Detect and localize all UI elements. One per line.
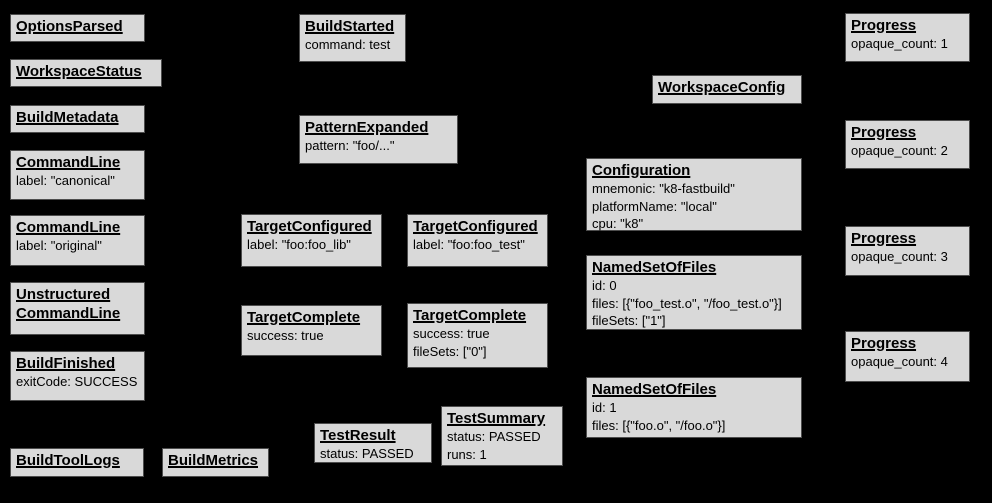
node-title: TargetComplete: [413, 307, 527, 324]
node-field: label: "foo:foo_test": [413, 237, 525, 252]
node-field: status: PASSED: [447, 429, 541, 444]
node-field: label: "foo:foo_lib": [247, 237, 351, 252]
node-build-finished: BuildFinished exitCode: SUCCESS: [10, 351, 145, 401]
node-workspace-config: WorkspaceConfig: [652, 75, 802, 104]
node-title: PatternExpanded: [305, 119, 429, 136]
node-unstructured-command-line: Unstructured CommandLine: [10, 282, 145, 335]
node-title: Progress: [851, 335, 917, 352]
node-target-complete-foo-test: TargetComplete success: true fileSets: […: [407, 303, 548, 368]
node-field: cpu: "k8": [592, 216, 644, 231]
node-named-set-of-files-1: NamedSetOfFiles id: 1 files: [{"foo.o", …: [586, 377, 802, 438]
node-title: TargetConfigured: [413, 218, 538, 235]
node-title: WorkspaceStatus: [16, 63, 142, 80]
node-title: WorkspaceConfig: [658, 79, 786, 96]
node-field: id: 0: [592, 278, 617, 293]
node-title: OptionsParsed: [16, 18, 123, 35]
node-build-metrics: BuildMetrics: [162, 448, 269, 477]
node-title: TestSummary: [447, 410, 546, 427]
node-title: Progress: [851, 124, 917, 141]
node-title: CommandLine: [16, 219, 121, 236]
node-target-configured-foo-test: TargetConfigured label: "foo:foo_test": [407, 214, 548, 267]
node-title: BuildMetrics: [168, 452, 259, 469]
node-command-line-original: CommandLine label: "original": [10, 215, 145, 266]
node-field: pattern: "foo/...": [305, 138, 395, 153]
node-field: status: PASSED: [320, 446, 414, 461]
node-field: label: "canonical": [16, 173, 115, 188]
node-field: command: test: [305, 37, 391, 52]
node-progress-2: Progress opaque_count: 2: [845, 120, 970, 169]
node-named-set-of-files-0: NamedSetOfFiles id: 0 files: [{"foo_test…: [586, 255, 802, 330]
node-pattern-expanded: PatternExpanded pattern: "foo/...": [299, 115, 458, 164]
node-field: fileSets: ["1"]: [592, 313, 666, 328]
node-options-parsed: OptionsParsed: [10, 14, 145, 42]
node-title: BuildToolLogs: [16, 452, 120, 469]
node-progress-4: Progress opaque_count: 4: [845, 331, 970, 382]
node-field: platformName: "local": [592, 198, 717, 214]
node-title: TestResult: [320, 427, 396, 444]
node-field: mnemonic: "k8-fastbuild": [592, 181, 735, 196]
node-title: NamedSetOfFiles: [592, 381, 717, 398]
node-title: BuildStarted: [305, 18, 395, 35]
node-target-configured-foo-lib: TargetConfigured label: "foo:foo_lib": [241, 214, 382, 267]
node-title: Configuration: [592, 162, 691, 179]
node-field: opaque_count: 3: [851, 249, 948, 264]
node-title: Unstructured CommandLine: [16, 286, 121, 322]
node-configuration: Configuration mnemonic: "k8-fastbuild" p…: [586, 158, 802, 231]
node-field: opaque_count: 2: [851, 143, 948, 158]
node-field: id: 1: [592, 400, 617, 415]
node-command-line-canonical: CommandLine label: "canonical": [10, 150, 145, 200]
node-field: opaque_count: 4: [851, 354, 948, 369]
node-test-result: TestResult status: PASSED: [314, 423, 432, 463]
node-field: files: [{"foo_test.o", "/foo_test.o"}]: [592, 295, 782, 311]
node-build-tool-logs: BuildToolLogs: [10, 448, 144, 477]
node-title: BuildFinished: [16, 355, 116, 372]
node-title: Progress: [851, 17, 917, 34]
node-title: TargetConfigured: [247, 218, 372, 235]
node-title: BuildMetadata: [16, 109, 119, 126]
node-build-metadata: BuildMetadata: [10, 105, 145, 133]
node-field: exitCode: SUCCESS: [16, 374, 138, 389]
node-progress-3: Progress opaque_count: 3: [845, 226, 970, 276]
node-title: CommandLine: [16, 154, 121, 171]
node-field: opaque_count: 1: [851, 36, 948, 51]
node-field: success: true: [413, 326, 490, 341]
node-workspace-status: WorkspaceStatus: [10, 59, 162, 87]
node-field: success: true: [247, 328, 324, 343]
node-field: runs: 1: [447, 446, 487, 462]
node-test-summary: TestSummary status: PASSED runs: 1: [441, 406, 563, 466]
node-progress-1: Progress opaque_count: 1: [845, 13, 970, 62]
node-title: NamedSetOfFiles: [592, 259, 717, 276]
node-title: Progress: [851, 230, 917, 247]
node-build-started: BuildStarted command: test: [299, 14, 406, 62]
node-field: fileSets: ["0"]: [413, 343, 487, 359]
node-field: label: "original": [16, 238, 102, 253]
node-title: TargetComplete: [247, 309, 361, 326]
node-field: files: [{"foo.o", "/foo.o"}]: [592, 417, 726, 433]
node-target-complete-foo-lib: TargetComplete success: true: [241, 305, 382, 356]
